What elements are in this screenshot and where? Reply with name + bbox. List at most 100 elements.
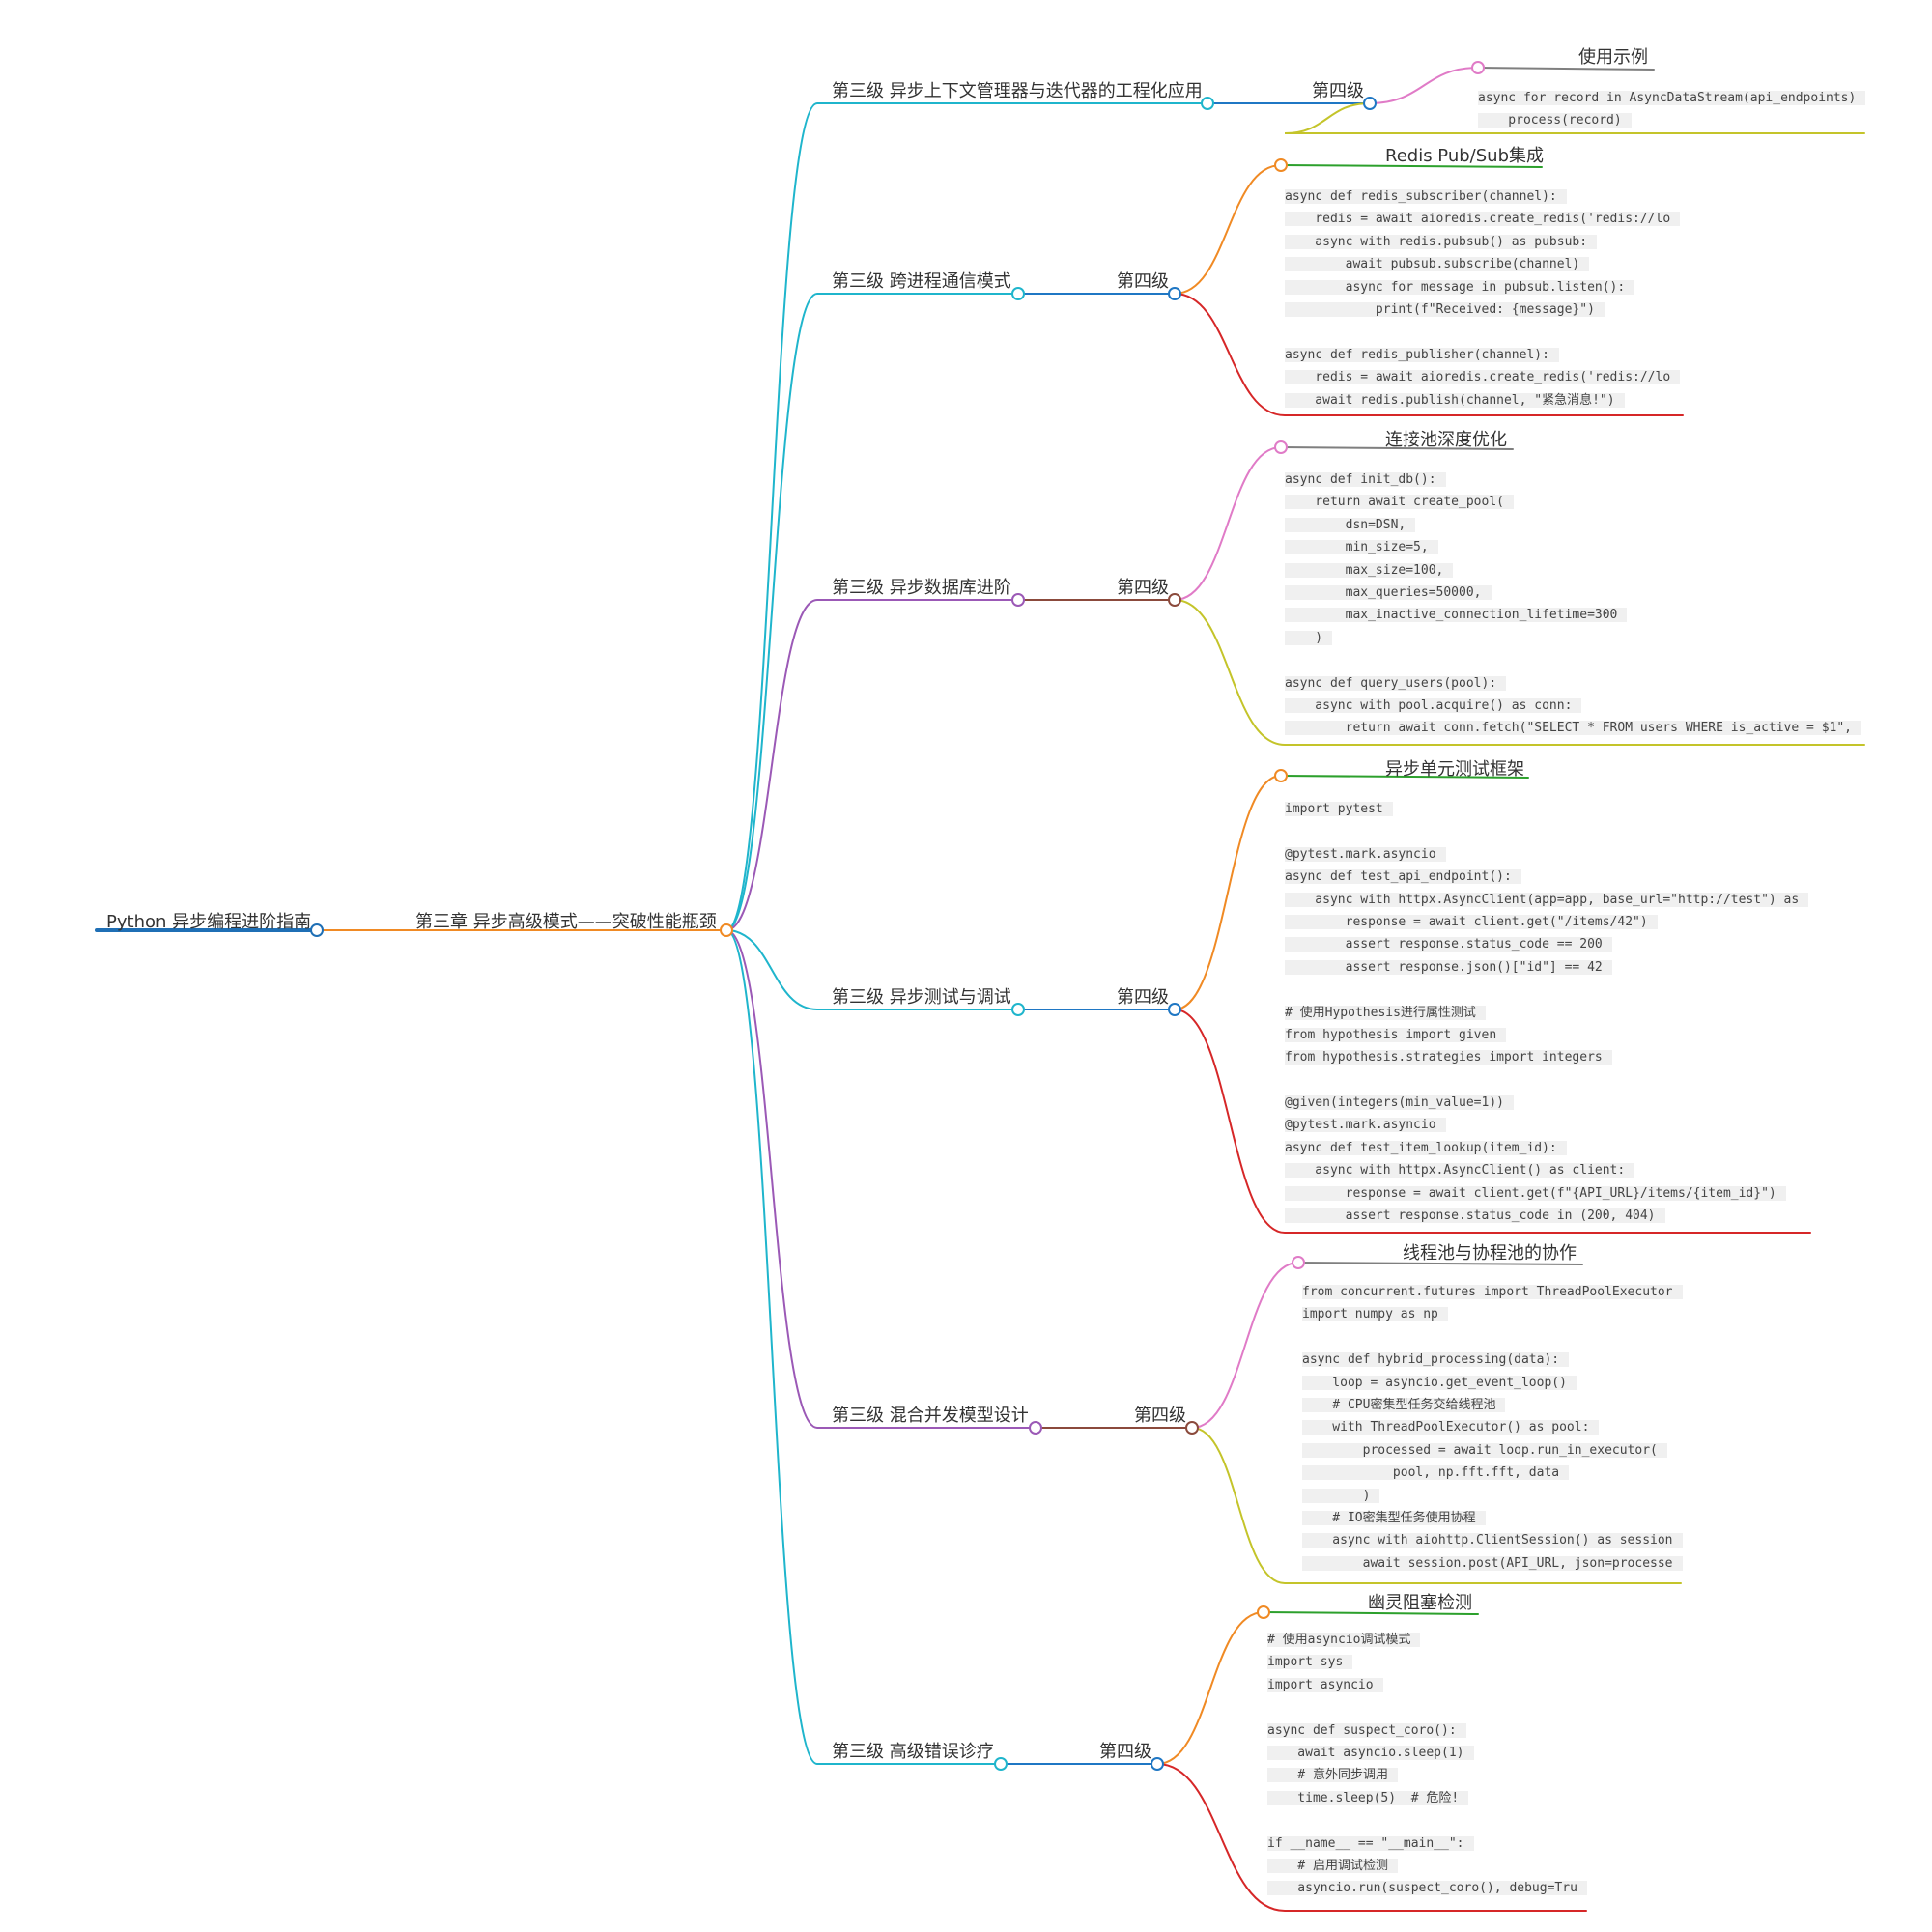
code-link-5: [1156, 1763, 1587, 1912]
title-link-1: [1174, 164, 1282, 295]
code-block-async-unittest: import pytest @pytest.mark.asyncio async…: [1285, 798, 1809, 1227]
root-node[interactable]: Python 异步编程进阶指南: [106, 912, 312, 932]
level4-node-hybrid-concurrency[interactable]: 第四级: [1134, 1406, 1186, 1426]
level4-node-testing[interactable]: 第四级: [1117, 987, 1169, 1008]
branch-link-3: [725, 929, 1019, 1010]
leaf-title-threadpool-coroutine[interactable]: 线程池与协程池的协作: [1403, 1243, 1577, 1264]
level3-node-hybrid-concurrency[interactable]: 第三级 混合并发模型设计: [832, 1406, 1029, 1426]
level4-node-circle-3[interactable]: [1168, 1003, 1181, 1016]
code-line: @pytest.mark.asyncio: [1285, 1114, 1808, 1136]
code-line: assert response.status_code == 200: [1285, 933, 1808, 955]
level3-node-circle-3[interactable]: [1011, 1003, 1025, 1016]
level3-node-circle-2[interactable]: [1011, 593, 1025, 607]
code-line: redis = await aioredis.create_redis('red…: [1285, 366, 1681, 388]
code-line: asyncio.run(suspect_coro(), debug=Tru: [1267, 1877, 1587, 1899]
title-node-circle-1[interactable]: [1274, 158, 1288, 172]
level3-node-ipc[interactable]: 第三级 跨进程通信模式: [832, 271, 1011, 292]
code-line: min_size=5,: [1285, 536, 1861, 558]
level3-node-circle-5[interactable]: [994, 1757, 1008, 1771]
code-line: async def test_item_lookup(item_id):: [1285, 1137, 1808, 1159]
title-underline-2: [1280, 446, 1514, 450]
title-underline-3: [1280, 775, 1529, 779]
code-line: await pubsub.subscribe(channel): [1285, 253, 1680, 275]
code-line: async def hybrid_processing(data):: [1302, 1349, 1683, 1371]
code-line: [1285, 649, 1861, 671]
root-node-circle[interactable]: [310, 923, 324, 937]
code-line: [1302, 1326, 1683, 1349]
level3-node-context-managers[interactable]: 第三级 异步上下文管理器与迭代器的工程化应用: [832, 81, 1203, 101]
branch-link-5: [725, 929, 1002, 1765]
leaf-title-async-unittest[interactable]: 异步单元测试框架: [1385, 759, 1524, 780]
level4-node-async-db[interactable]: 第四级: [1117, 578, 1169, 598]
code-line: await asyncio.sleep(1): [1267, 1742, 1587, 1764]
code-block-ghost-blocking: # 使用asyncio调试模式 import sys import asynci…: [1267, 1629, 1587, 1900]
code-line: import numpy as np: [1302, 1303, 1683, 1325]
level4-node-error-diagnosis[interactable]: 第四级: [1099, 1742, 1151, 1762]
code-line: time.sleep(5) # 危险!: [1267, 1787, 1587, 1809]
title-link-0: [1369, 67, 1479, 104]
code-link-0: [1284, 102, 1865, 134]
code-line: async for message in pubsub.listen():: [1285, 276, 1680, 298]
code-line: # 使用Hypothesis进行属性测试: [1285, 1002, 1808, 1024]
level3-node-async-db[interactable]: 第三级 异步数据库进阶: [832, 578, 1011, 598]
branch-link-1: [725, 293, 1019, 931]
title-node-circle-0[interactable]: [1471, 61, 1485, 74]
title-link-5: [1156, 1611, 1264, 1765]
code-line: async def test_api_endpoint():: [1285, 866, 1808, 888]
code-line: print(f"Received: {message}"): [1285, 298, 1680, 321]
code-line: assert response.json()["id"] == 42: [1285, 956, 1808, 979]
level4-node-ipc[interactable]: 第四级: [1117, 271, 1169, 292]
code-link-4: [1191, 1427, 1682, 1584]
title-link-4: [1191, 1262, 1299, 1429]
leaf-title-ghost-blocking[interactable]: 幽灵阻塞检测: [1368, 1593, 1472, 1613]
level3-node-circle-0[interactable]: [1201, 97, 1214, 110]
code-line: # 使用asyncio调试模式: [1267, 1629, 1587, 1651]
code-line: async def init_db():: [1285, 469, 1861, 491]
code-line: pool, np.fft.fft, data: [1302, 1462, 1683, 1484]
code-line: async with aiohttp.ClientSession() as se…: [1302, 1529, 1683, 1551]
code-line: import sys: [1267, 1651, 1587, 1673]
chapter-node-circle[interactable]: [720, 923, 733, 937]
code-line: max_size=100,: [1285, 559, 1861, 582]
code-line: # IO密集型任务使用协程: [1302, 1507, 1683, 1529]
code-line: with ThreadPoolExecutor() as pool:: [1302, 1416, 1683, 1438]
code-link-3: [1174, 1009, 1811, 1234]
branch-link-0: [725, 102, 1208, 931]
level3-node-circle-1[interactable]: [1011, 287, 1025, 300]
code-line: loop = asyncio.get_event_loop(): [1302, 1372, 1683, 1394]
level4-node-circle-2[interactable]: [1168, 593, 1181, 607]
level4-node-circle-5[interactable]: [1151, 1757, 1164, 1771]
leaf-title-pool-optimization[interactable]: 连接池深度优化: [1385, 430, 1507, 450]
code-line: @pytest.mark.asyncio: [1285, 843, 1808, 866]
level3-node-error-diagnosis[interactable]: 第三级 高级错误诊疗: [832, 1742, 994, 1762]
leaf-title-redis-pubsub[interactable]: Redis Pub/Sub集成: [1385, 146, 1544, 166]
code-line: redis = await aioredis.create_redis('red…: [1285, 208, 1681, 230]
level3-node-circle-4[interactable]: [1029, 1421, 1042, 1435]
code-line: async def query_users(pool):: [1285, 672, 1861, 695]
title-node-circle-3[interactable]: [1274, 769, 1288, 782]
title-node-circle-5[interactable]: [1257, 1605, 1270, 1619]
code-line: [1267, 1696, 1587, 1719]
code-line: max_queries=50000,: [1285, 582, 1861, 604]
title-node-circle-2[interactable]: [1274, 440, 1288, 454]
code-link-1: [1174, 293, 1684, 416]
code-line: return await create_pool(: [1285, 491, 1861, 513]
code-line: import asyncio: [1267, 1674, 1587, 1696]
code-line: [1285, 1069, 1808, 1092]
code-line: max_inactive_connection_lifetime=300: [1285, 604, 1861, 626]
level4-node-circle-1[interactable]: [1168, 287, 1181, 300]
title-node-circle-4[interactable]: [1292, 1256, 1305, 1269]
level4-node-circle-4[interactable]: [1185, 1421, 1199, 1435]
leaf-title-usage-example[interactable]: 使用示例: [1578, 47, 1648, 68]
code-line: from concurrent.futures import ThreadPoo…: [1302, 1281, 1683, 1303]
code-block-pool-optimization: async def init_db(): return await create…: [1285, 469, 1861, 740]
level4-node-circle-0[interactable]: [1363, 97, 1377, 110]
chapter-node[interactable]: 第三章 异步高级模式——突破性能瓶颈: [415, 912, 717, 932]
level4-node-context-managers[interactable]: 第四级: [1312, 81, 1364, 101]
title-underline-4: [1297, 1262, 1583, 1265]
code-line: @given(integers(min_value=1)): [1285, 1092, 1808, 1114]
code-line: async def redis_publisher(channel):: [1285, 344, 1680, 366]
level3-node-testing[interactable]: 第三级 异步测试与调试: [832, 987, 1011, 1008]
